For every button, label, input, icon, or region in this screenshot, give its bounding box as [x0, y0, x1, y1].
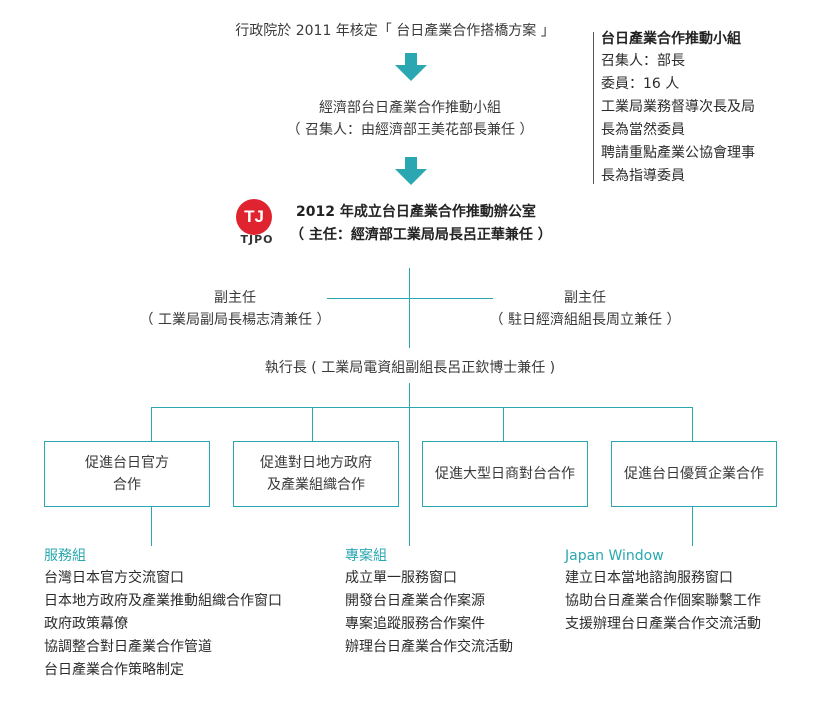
- service-group-connector: [151, 506, 152, 546]
- deputy-right-title: 副主任: [564, 290, 606, 306]
- group-item: 專案追蹤服務合作案件: [345, 616, 485, 632]
- ministry-group-convener: （ 召集人：由經濟部王美花部長兼任 ）: [286, 122, 534, 138]
- box-1-line2: 合作: [113, 477, 141, 493]
- side-panel-divider: [593, 32, 594, 184]
- japan-window-title: Japan Window: [565, 548, 664, 564]
- deputy-right-sub: （ 駐日經濟組組長周立兼任 ）: [489, 312, 681, 328]
- group-item: 政府政策幕僚: [44, 616, 128, 632]
- service-group-list: 台灣日本官方交流窗口日本地方政府及產業推動組織合作窗口政府政策幕僚協調整合對日產…: [44, 567, 344, 682]
- group-item: 日本地方政府及產業推動組織合作窗口: [44, 593, 282, 609]
- japan-window-list: 建立日本當地諮詢服務窗口協助台日產業合作個案聯繫工作支援辦理台日產業合作交流活動: [565, 567, 805, 636]
- side-panel-line: 聘請重點產業公協會理事: [601, 145, 755, 161]
- group-item: 建立日本當地諮詢服務窗口: [565, 570, 733, 586]
- deputy-horizontal-line: [327, 298, 493, 299]
- office-title: 2012 年成立台日產業合作推動辦公室: [296, 204, 536, 220]
- side-panel-list: 召集人：部長委員：16 人工業局業務督導次長及局長為當然委員聘請重點產業公協會理…: [601, 50, 826, 188]
- japan-window-group: Japan Window 建立日本當地諮詢服務窗口協助台日產業合作個案聯繫工作支…: [565, 545, 805, 636]
- project-group-title: 專案組: [345, 548, 387, 564]
- main-trunk-line: [409, 383, 410, 546]
- box-local-government-cooperation: 促進對日地方政府及產業組織合作: [233, 441, 399, 507]
- deputy-left-sub: （ 工業局副局長楊志清兼任 ）: [139, 312, 331, 328]
- box-2-line1: 促進對日地方政府: [260, 455, 372, 471]
- group-item: 支援辦理台日產業合作交流活動: [565, 616, 761, 632]
- ministry-group-title: 經濟部台日產業合作推動小組: [319, 100, 501, 116]
- group-item: 協助台日產業合作個案聯繫工作: [565, 593, 761, 609]
- policy-line: 行政院於 2011 年核定「 台日產業合作搭橋方案 」: [235, 23, 555, 39]
- group-item: 開發台日產業合作案源: [345, 593, 485, 609]
- box-quality-enterprises: 促進台日優質企業合作: [611, 441, 777, 507]
- group-item: 辦理台日產業合作交流活動: [345, 639, 513, 655]
- branch-line-2: [312, 407, 313, 441]
- tjpo-logo: TJ TJPO: [233, 199, 285, 247]
- box-2-line2: 及產業組織合作: [267, 477, 365, 493]
- service-group-title: 服務組: [44, 548, 86, 564]
- deputy-vertical-line: [409, 268, 410, 348]
- side-panel-line: 委員：16 人: [601, 76, 680, 92]
- branch-line-3: [503, 407, 504, 441]
- executive-line: 執行長 ( 工業局電資組副組長呂正欽博士兼任 ): [264, 360, 556, 376]
- side-panel-title: 台日產業合作推動小組: [601, 31, 741, 47]
- box-1-line1: 促進台日官方: [85, 455, 169, 471]
- tjpo-logo-mark: TJ: [236, 199, 272, 235]
- box-3-line1: 促進大型日商對台合作: [435, 466, 575, 482]
- project-group-list: 成立單一服務窗口開發台日產業合作案源專案追蹤服務合作案件辦理台日產業合作交流活動: [345, 567, 555, 659]
- down-arrow-1: [395, 53, 427, 81]
- box-large-japanese-firms: 促進大型日商對台合作: [422, 441, 588, 507]
- side-panel-line: 工業局業務督導次長及局: [601, 99, 755, 115]
- deputy-left-title: 副主任: [214, 290, 256, 306]
- group-item: 台灣日本官方交流窗口: [44, 570, 184, 586]
- service-group: 服務組 台灣日本官方交流窗口日本地方政府及產業推動組織合作窗口政府政策幕僚協調整…: [44, 545, 344, 682]
- side-panel-line: 召集人：部長: [601, 53, 685, 69]
- box-official-cooperation: 促進台日官方合作: [44, 441, 210, 507]
- tjpo-logo-text: TJPO: [240, 233, 274, 246]
- project-group: 專案組 成立單一服務窗口開發台日產業合作案源專案追蹤服務合作案件辦理台日產業合作…: [345, 545, 555, 659]
- side-panel: 台日產業合作推動小組 召集人：部長委員：16 人工業局業務督導次長及局長為當然委…: [601, 28, 826, 188]
- branch-line-4: [692, 407, 693, 441]
- side-panel-line: 長為指導委員: [601, 168, 685, 184]
- down-arrow-2: [395, 157, 427, 185]
- office-director: （ 主任：經濟部工業局局長呂正華兼任 ）: [290, 227, 552, 243]
- side-panel-line: 長為當然委員: [601, 122, 685, 138]
- box-4-line1: 促進台日優質企業合作: [624, 466, 764, 482]
- group-item: 台日產業合作策略制定: [44, 662, 184, 678]
- japan-window-connector: [692, 506, 693, 546]
- branch-horizontal-line: [151, 407, 693, 408]
- group-item: 成立單一服務窗口: [345, 570, 457, 586]
- branch-line-1: [151, 407, 152, 441]
- group-item: 協調整合對日產業合作管道: [44, 639, 212, 655]
